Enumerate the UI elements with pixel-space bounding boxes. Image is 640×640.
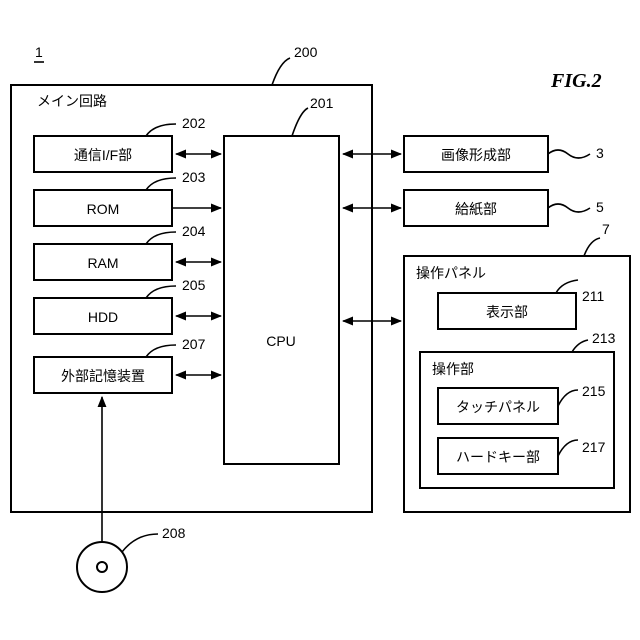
touch-panel-ref: 215 bbox=[582, 383, 606, 399]
display-label: 表示部 bbox=[486, 304, 528, 320]
rom-ref: 203 bbox=[182, 169, 206, 185]
comm-if-ref: 202 bbox=[182, 115, 206, 131]
hard-key-label: ハードキー部 bbox=[456, 449, 540, 465]
cpu-box bbox=[224, 136, 339, 464]
ram-ref: 204 bbox=[182, 223, 206, 239]
touch-panel-label: タッチパネル bbox=[456, 399, 540, 415]
comm-if-label: 通信I/F部 bbox=[74, 147, 132, 163]
ram-label: RAM bbox=[87, 255, 118, 271]
hard-key-ref: 217 bbox=[582, 439, 606, 455]
main-circuit-leader bbox=[272, 58, 290, 85]
image-forming-ref: 3 bbox=[596, 145, 604, 161]
image-forming-leader bbox=[548, 150, 590, 158]
cpu-block: CPU 201 bbox=[224, 95, 339, 464]
figure-ref: 1 bbox=[35, 44, 43, 60]
image-forming-block: 画像形成部 3 bbox=[343, 136, 604, 172]
operation-unit-ref: 213 bbox=[592, 330, 616, 346]
figure-label: FIG.2 bbox=[550, 70, 602, 92]
operation-panel: 操作パネル 7 表示部 211 操作部 213 タッチパネル 215 ハードキー… bbox=[343, 221, 630, 512]
hdd-label: HDD bbox=[88, 309, 118, 325]
paper-feed-block: 給紙部 5 bbox=[343, 190, 604, 226]
disc-leader bbox=[122, 534, 158, 552]
operation-unit-label: 操作部 bbox=[432, 361, 474, 377]
external-storage-label: 外部記憶装置 bbox=[61, 368, 145, 384]
image-forming-label: 画像形成部 bbox=[441, 147, 511, 163]
paper-feed-leader bbox=[548, 204, 590, 212]
cpu-ref: 201 bbox=[310, 95, 334, 111]
operation-panel-leader bbox=[584, 238, 600, 256]
cpu-label: CPU bbox=[266, 333, 296, 349]
display-ref: 211 bbox=[582, 288, 605, 304]
paper-feed-label: 給紙部 bbox=[455, 201, 497, 217]
operation-panel-label: 操作パネル bbox=[416, 265, 486, 281]
operation-panel-ref: 7 bbox=[602, 221, 610, 237]
paper-feed-ref: 5 bbox=[596, 199, 604, 215]
main-circuit-label: メイン回路 bbox=[37, 93, 107, 109]
hdd-ref: 205 bbox=[182, 277, 206, 293]
rom-label: ROM bbox=[87, 201, 120, 217]
disc-ref: 208 bbox=[162, 525, 186, 541]
disc-hole-icon bbox=[97, 562, 107, 572]
external-storage-ref: 207 bbox=[182, 336, 206, 352]
main-circuit-ref: 200 bbox=[294, 44, 318, 60]
